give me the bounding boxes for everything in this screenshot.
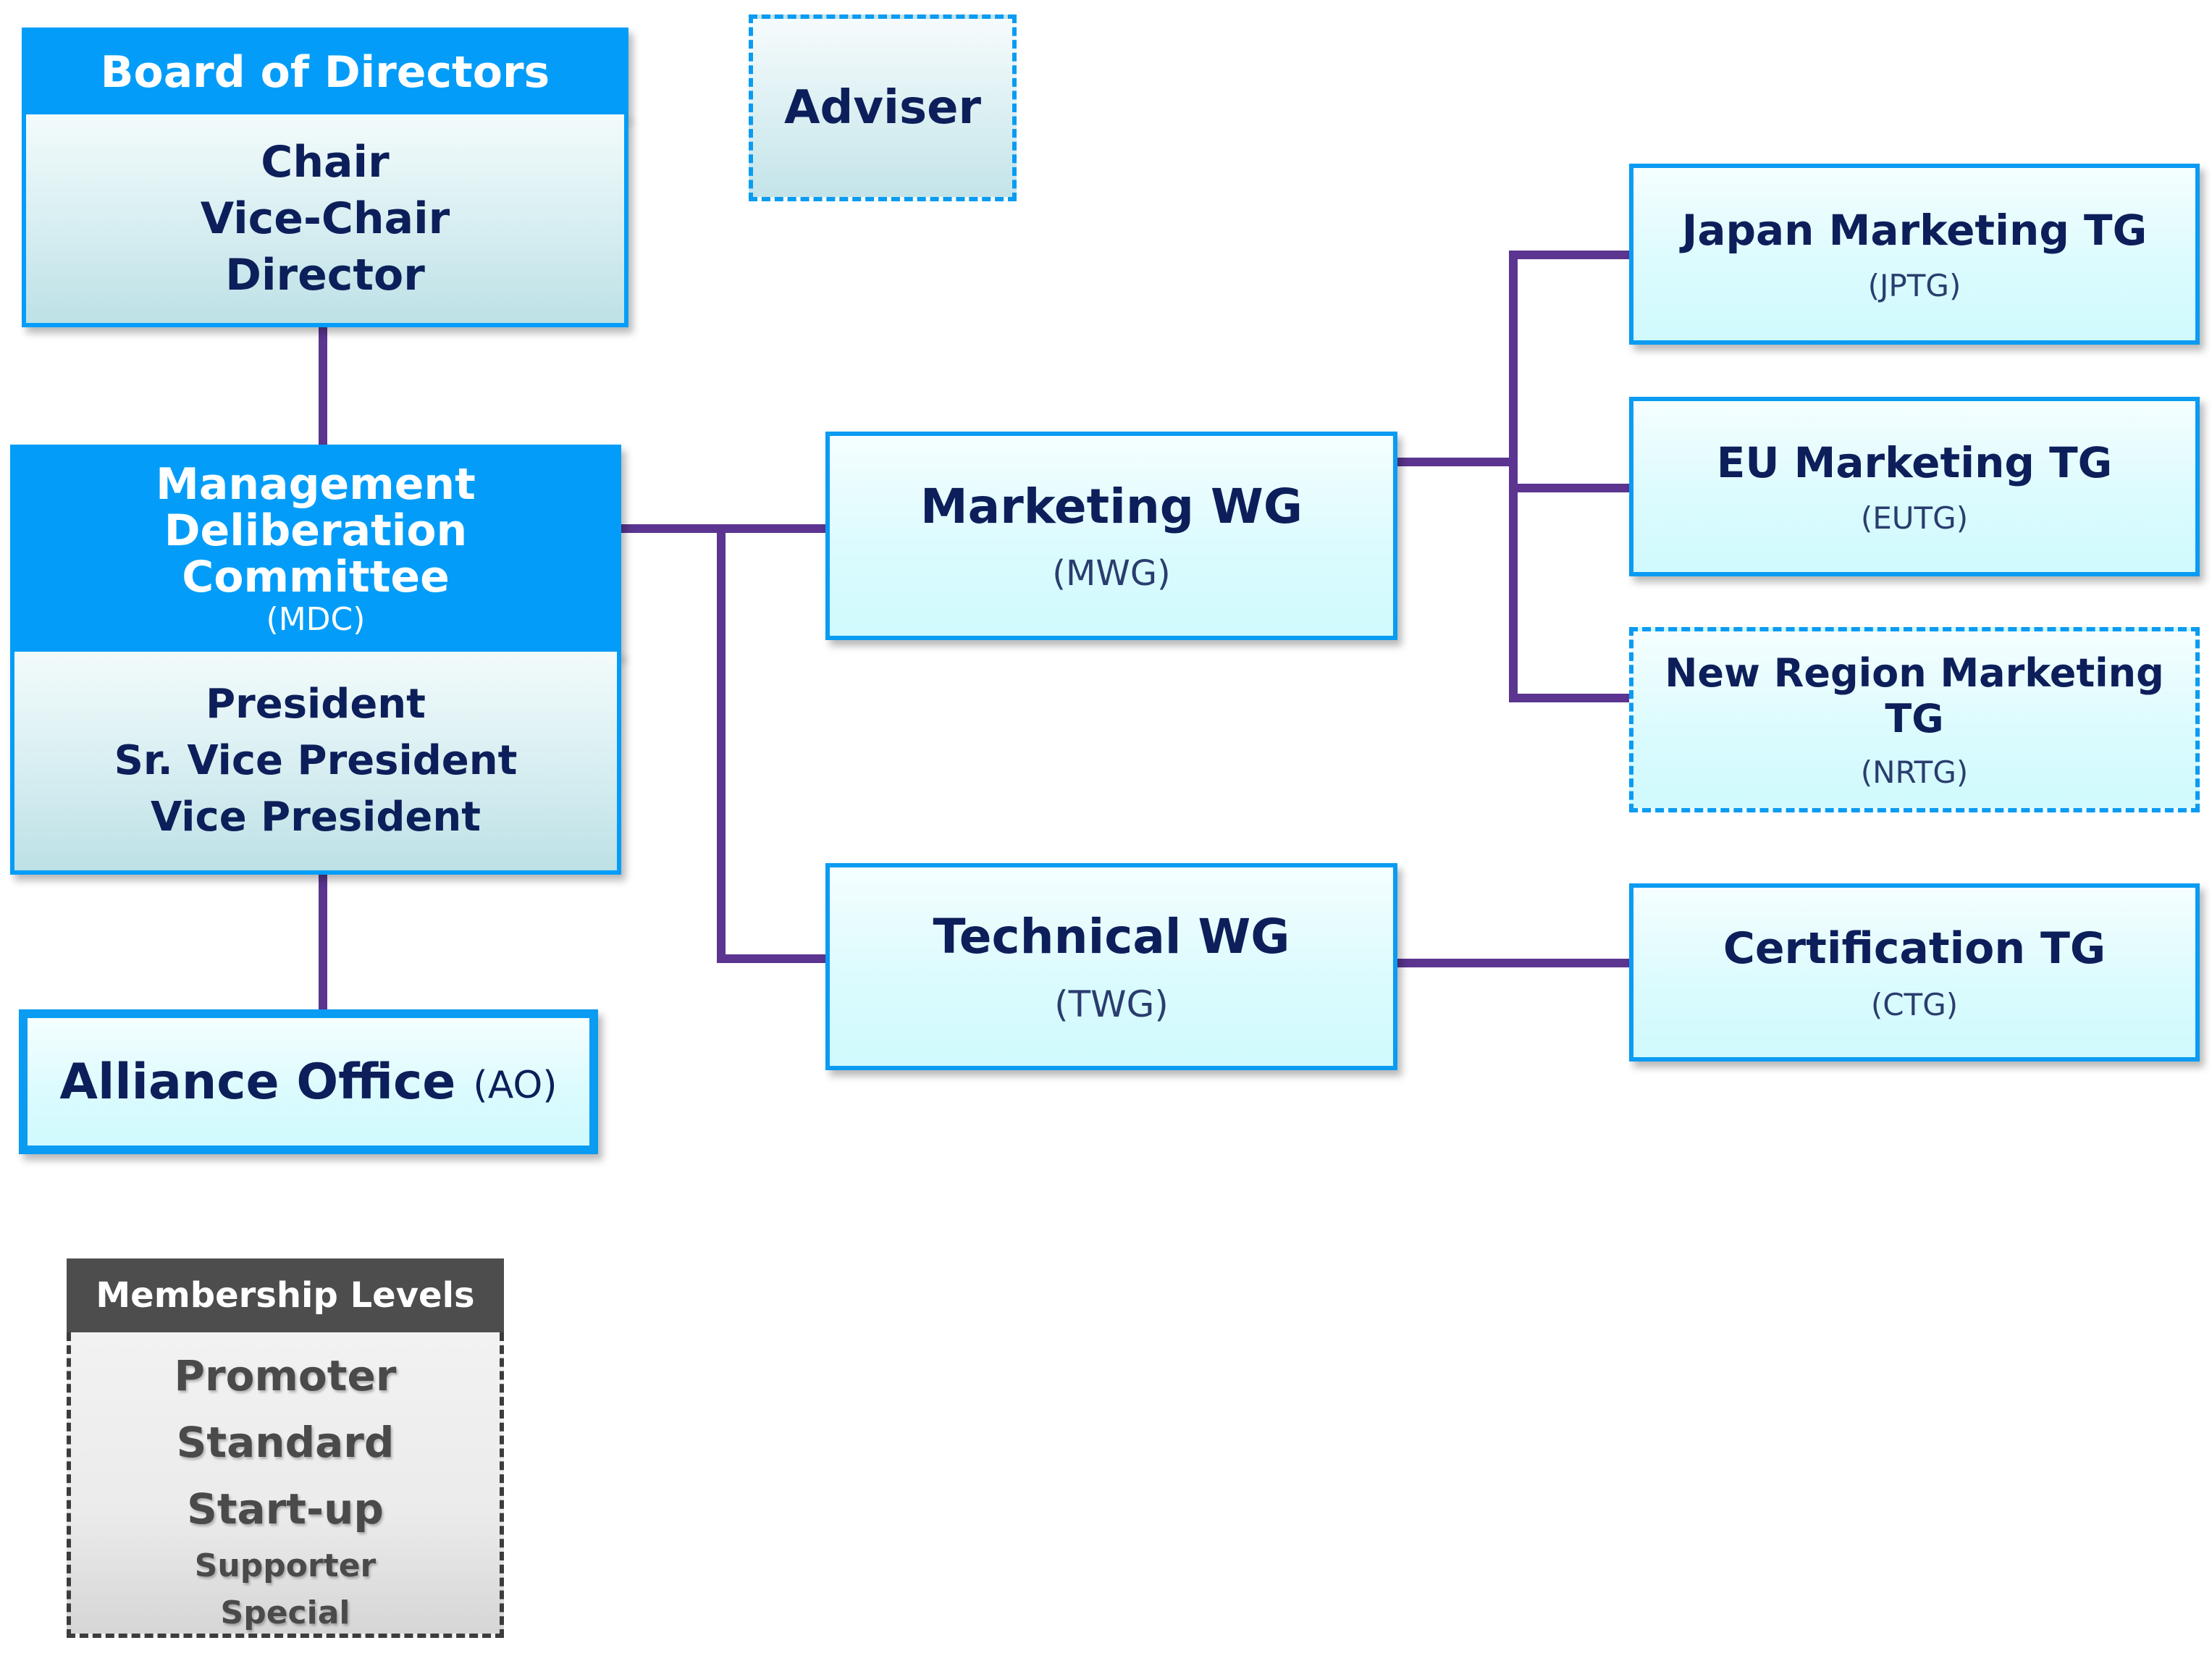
marketing-wg-label: Marketing WG: [920, 478, 1303, 534]
board-role-director: Director: [225, 250, 425, 300]
mdc-title-line-2: Deliberation: [164, 505, 468, 556]
marketing-wg-abbr: (MWG): [1052, 552, 1171, 594]
mdc-role-sr-vice-president: Sr. Vice President: [114, 737, 518, 784]
technical-wg-label: Technical WG: [933, 908, 1290, 964]
mdc-title-line-3: Committee: [182, 552, 450, 602]
certification-tg-box: Certification TG (CTG): [1629, 883, 2200, 1062]
membership-level-special: Special: [220, 1594, 350, 1631]
board-role-chair: Chair: [261, 137, 390, 188]
japan-marketing-tg-abbr: (JPTG): [1867, 267, 1961, 303]
technical-wg-box: Technical WG (TWG): [825, 863, 1397, 1070]
mdc-role-president: President: [206, 681, 426, 728]
eu-marketing-tg-box: EU Marketing TG (EUTG): [1629, 397, 2200, 576]
board-title: Board of Directors: [100, 47, 550, 98]
eu-marketing-tg-abbr: (EUTG): [1860, 500, 1969, 536]
certification-tg-abbr: (CTG): [1870, 986, 1959, 1022]
new-region-marketing-tg-label: New Region Marketing TG: [1665, 650, 2164, 741]
adviser-box: Adviser: [749, 14, 1017, 201]
marketing-wg-box: Marketing WG (MWG): [825, 432, 1397, 640]
new-region-marketing-tg-box: New Region Marketing TG (NRTG): [1629, 627, 2200, 812]
alliance-office-abbr: (AO): [473, 1064, 558, 1107]
mdc-title-line-1: Management: [156, 459, 476, 510]
technical-wg-abbr: (TWG): [1054, 983, 1169, 1025]
board-of-directors-header: Board of Directors: [22, 28, 628, 117]
board-role-vice-chair: Vice-Chair: [200, 193, 450, 244]
alliance-office-label: Alliance Office: [59, 1053, 456, 1111]
membership-level-start-up: Start-up: [187, 1484, 384, 1534]
japan-marketing-tg-label: Japan Marketing TG: [1681, 205, 2148, 255]
board-roles-panel: Chair Vice-Chair Director: [22, 114, 628, 327]
japan-marketing-tg-box: Japan Marketing TG (JPTG): [1629, 164, 2200, 345]
membership-levels-title: Membership Levels: [96, 1275, 475, 1316]
eu-marketing-tg-label: EU Marketing TG: [1716, 437, 2113, 487]
mdc-header: Management Deliberation Committee (MDC): [10, 445, 621, 656]
membership-level-standard: Standard: [176, 1418, 395, 1467]
alliance-office-box: Alliance Office (AO): [19, 1009, 598, 1154]
membership-level-supporter: Supporter: [194, 1547, 377, 1584]
membership-levels-header: Membership Levels: [67, 1258, 504, 1332]
certification-tg-label: Certification TG: [1723, 922, 2106, 974]
adviser-label: Adviser: [783, 80, 982, 135]
mdc-abbr: (MDC): [266, 601, 366, 638]
membership-level-promoter: Promoter: [174, 1351, 397, 1400]
mdc-role-vice-president: Vice President: [150, 794, 481, 841]
membership-levels-panel: Promoter Standard Start-up Supporter Spe…: [67, 1332, 504, 1638]
new-region-marketing-tg-abbr: (NRTG): [1860, 754, 1969, 790]
mdc-roles-panel: President Sr. Vice President Vice Presid…: [10, 652, 621, 875]
